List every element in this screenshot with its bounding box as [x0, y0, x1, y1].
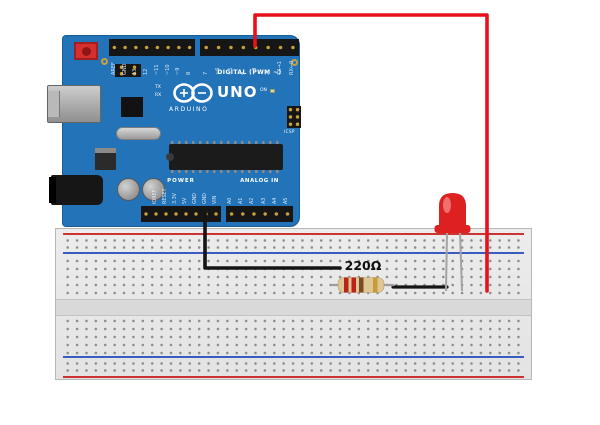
analog-pin-label: A2	[250, 197, 255, 204]
led-dome	[439, 193, 466, 227]
digital-pin-label: 7	[203, 71, 209, 75]
analog-pin-label: A3	[262, 197, 267, 204]
digital-pin-label: TX→1	[277, 61, 283, 75]
positive-rail-line-top	[63, 233, 524, 235]
terminal-holes-top-bank	[63, 257, 524, 297]
atmega-chip	[166, 141, 283, 173]
terminal-holes-bottom-bank	[63, 317, 524, 357]
digital-pin-label: 13	[132, 68, 138, 75]
digital-pin-label: RX←0	[289, 60, 295, 75]
digital-header-right	[200, 39, 299, 56]
icsp-header	[287, 106, 301, 128]
digital-pin-label: ~9	[175, 67, 181, 75]
negative-rail-line-top	[63, 252, 524, 254]
center-channel	[56, 299, 531, 316]
arduino-logo-icon	[173, 83, 213, 103]
breadboard	[55, 228, 532, 380]
power-pin-label: GND	[203, 193, 208, 204]
digital-pin-label: GND	[122, 63, 128, 75]
power-header	[141, 206, 221, 222]
capacitor	[142, 178, 165, 201]
icsp2-header	[115, 64, 141, 77]
power-pin-label: RESET	[163, 188, 168, 204]
tx-label: TX	[155, 85, 161, 90]
negative-rail-line-bottom	[63, 356, 524, 358]
analog-pin-label: A5	[284, 197, 289, 204]
on-label: ON	[260, 88, 267, 93]
power-pin-label: VIN	[213, 195, 218, 204]
digital-pin-label: ~5	[228, 67, 234, 75]
analog-pin-label: A0	[228, 197, 233, 204]
digital-pin-label: ~6	[215, 67, 221, 75]
power-rail-holes-top	[63, 237, 524, 251]
voltage-regulator	[95, 148, 116, 170]
power-pin-label: 5V	[183, 197, 188, 204]
rx-label: RX	[155, 93, 162, 98]
digital-pin-label: ~11	[154, 64, 160, 75]
digital-pin-label: 12	[143, 68, 149, 75]
power-jack	[49, 175, 103, 205]
reset-button	[74, 42, 98, 60]
chip-notch	[166, 153, 174, 161]
icsp-label: ICSP	[284, 129, 295, 134]
digital-header-left	[109, 39, 195, 56]
digital-pin-label: AREF	[111, 62, 117, 75]
analog-header	[226, 206, 293, 222]
mounting-hole	[101, 58, 108, 65]
analog-pin-label: A1	[239, 197, 244, 204]
power-led	[270, 89, 275, 93]
power-pin-label: 3.3V	[173, 193, 178, 204]
digital-pin-label: ~3	[252, 67, 258, 75]
crystal-oscillator	[116, 127, 161, 140]
power-pin-label: GND	[193, 193, 198, 204]
digital-pin-label: 8	[186, 71, 192, 75]
usb-connector	[47, 85, 101, 123]
usb-interface-chip	[121, 97, 143, 117]
analog-header-label: ANALOG IN	[240, 178, 279, 184]
digital-pin-label: 2	[265, 71, 271, 75]
power-pin-label: IOREF	[153, 189, 158, 204]
digital-header-label: DIGITAL (PWM ~)	[217, 69, 282, 76]
brand-label: ARDUINO	[169, 106, 209, 113]
analog-pin-label: A4	[273, 197, 278, 204]
arduino-uno-board: AREF GND 13 12 ~11 ~10 ~9 8 7 ~6 ~5 4 ~3…	[47, 35, 301, 227]
capacitor	[117, 178, 140, 201]
digital-pin-label: 4	[240, 71, 246, 75]
model-label: UNO	[217, 83, 258, 101]
positive-rail-line-bottom	[63, 376, 524, 378]
led-highlight	[443, 197, 451, 213]
power-header-label: POWER	[167, 178, 195, 184]
power-rail-holes-bottom	[63, 360, 524, 374]
digital-pin-label: ~10	[165, 64, 171, 75]
resistor-value-label: 220Ω	[344, 258, 382, 273]
